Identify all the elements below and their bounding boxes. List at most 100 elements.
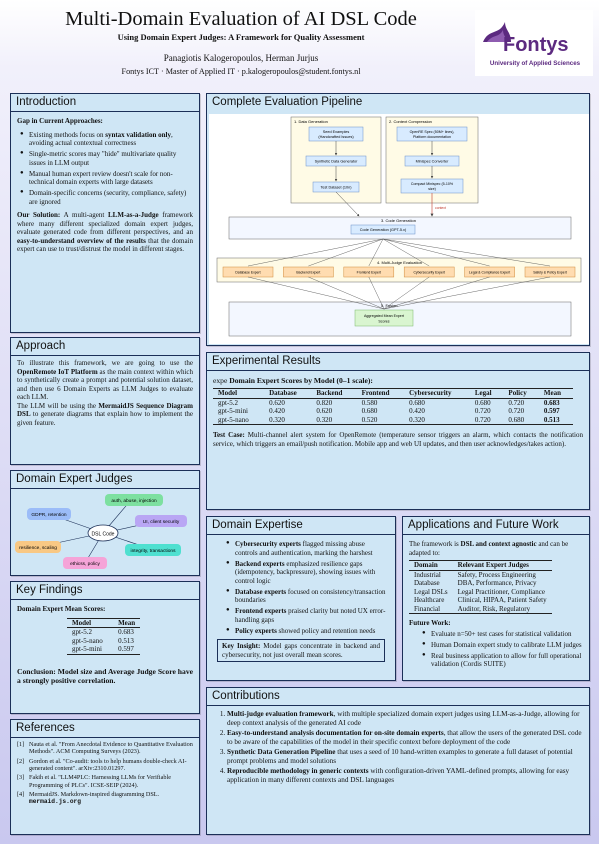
test-case-text: Test Case: Multi-channel alert system fo… <box>213 431 583 448</box>
judge-node-label: resilience, scaling <box>19 545 57 551</box>
flow-arrow <box>382 238 490 267</box>
expertise-list: Cybersecurity experts flagged missing ab… <box>223 540 389 635</box>
approach-panel: Approach To illustrate this framework, w… <box>10 337 200 465</box>
future-work-heading: Future Work: <box>409 619 451 628</box>
poster-subtitle: Using Domain Expert Judges: A Framework … <box>117 32 365 42</box>
flow-arrow <box>247 276 385 310</box>
flow-arrow <box>247 238 384 267</box>
flow-arrow <box>308 238 384 267</box>
results-heading: Experimental Results <box>207 353 589 371</box>
apps-cell: Legal Practitioner, Compliance <box>457 587 546 596</box>
apps-cell: Industrial <box>414 570 441 579</box>
approach-text: To illustrate this framework, we are goi… <box>17 359 194 402</box>
expert-label: Cybersecurity Expert <box>413 271 445 275</box>
apps-cell: Clinical, HIPAA, Patient Safety <box>457 596 547 605</box>
compact-label-2: size) <box>428 187 436 191</box>
expert-box <box>403 266 455 278</box>
stage-multi-judge <box>216 257 582 283</box>
flow-arrow <box>382 238 551 267</box>
judges-heading: Domain Expert Judges <box>11 471 199 489</box>
fontys-flame-icon <box>483 22 511 42</box>
applications-panel: Applications and Future Work The framewo… <box>402 516 590 681</box>
results-cell: 0.683 <box>543 398 560 407</box>
apps-col-header: Relevant Expert Judges <box>452 560 552 571</box>
judge-node-label: ethicss, policy <box>70 561 100 567</box>
contribution-item: Synthetic Data Generation Pipeline that … <box>227 748 583 766</box>
judge-node-ethics <box>63 557 107 569</box>
results-cell: 0.620 <box>269 398 285 407</box>
judge-node-label: UI, client security <box>143 519 180 525</box>
flow-arrow <box>383 276 430 310</box>
fontys-logo: Fontys University of Applied Sciences <box>475 10 593 76</box>
seed-label-1: Seed Examples <box>323 130 350 134</box>
openremote-label-2: Platform documentation <box>413 135 451 139</box>
poster-affiliation: Fontys ICT · Master of Applied IT · p.ka… <box>121 67 361 76</box>
results-col-header: Database <box>264 388 312 399</box>
gap-list: Existing methods focus on syntax validat… <box>17 131 193 207</box>
expert-label: Safety & Policy Expert <box>533 271 567 275</box>
results-cell: 0.820 <box>316 398 333 407</box>
poster-authors: Panagiotis Kalogeropoulos, Herman Jurjus <box>163 53 319 63</box>
results-cell: gpt-5-mini <box>218 407 248 416</box>
results-col-header: Mean <box>538 388 573 399</box>
apps-cell: DBA, Performance, Privacy <box>457 579 537 588</box>
expert-box <box>343 266 395 278</box>
contributions-panel: Contributions Multi-judge evaluation fra… <box>206 687 590 835</box>
expert-label: Legal & Compliance Expert <box>469 271 510 275</box>
results-panel: Experimental Results expe Domain Expert … <box>206 352 590 510</box>
fusion-label-1: Aggregated Mean Expert <box>364 314 404 318</box>
gap-heading: Gap in Current Approaches: <box>17 117 103 125</box>
contributions-heading: Contributions <box>207 688 589 706</box>
findings-panel: Key Findings Domain Expert Mean Scores: … <box>10 581 200 714</box>
apps-col-header: Domain <box>409 560 453 571</box>
context-arrow-label: context <box>435 206 446 210</box>
gap-item: Existing methods focus on syntax validat… <box>17 131 193 148</box>
findings-subheading: Domain Expert Mean Scores: <box>17 605 106 613</box>
results-cell: 0.720 <box>508 407 525 416</box>
future-work-item: Evaluate n=50+ test cases for statistica… <box>419 630 583 639</box>
judge-node-label: GDPR, retention <box>31 512 67 518</box>
expert-box <box>283 266 334 278</box>
minicon-label: Minispec Converter <box>416 160 449 164</box>
results-caption: expe Domain Expert Scores by Model (0–1 … <box>213 376 373 385</box>
results-cell: 0.420 <box>269 407 285 416</box>
future-work-item: Human Domain expert study to calibrate L… <box>419 641 583 650</box>
judge-node-label: auth, abuse, injection <box>111 498 157 504</box>
fusion-box <box>354 309 414 327</box>
reference-item: [1]Nauta et al. "From Anecdotal Evidence… <box>17 741 193 756</box>
results-cell: 0.680 <box>474 398 491 407</box>
stage-label: 4. Multi-Judge Evaluation <box>377 260 422 265</box>
expertise-item: Database experts focused on consistency/… <box>223 588 389 605</box>
results-cell: 0.320 <box>264 415 312 426</box>
model-cell: gpt-5.2 <box>72 628 93 637</box>
approach-text-dsl: The LLM will be using the MermaidJS Sequ… <box>17 401 193 427</box>
seed-label-2: (Handcrafted Issues) <box>318 135 354 139</box>
model-cell: gpt-5-nano <box>72 636 103 645</box>
applications-intro: The framework is DSL and context agnosti… <box>409 540 569 557</box>
judge-node-auth <box>105 494 163 506</box>
expertise-item: Cybersecurity experts flagged missing ab… <box>223 540 389 557</box>
model-cell: gpt-5-mini <box>67 645 114 655</box>
apps-cell: Legal DSLs <box>414 587 448 596</box>
fontys-logo-sub: University of Applied Sciences <box>489 60 581 67</box>
expertise-item: Policy experts showed policy and retenti… <box>223 627 389 636</box>
fusion-label-2: Scores <box>378 320 389 324</box>
testds-label: Test Dataset (10n) <box>320 186 352 190</box>
contributions-list: Multi-judge evaluation framework, with m… <box>227 710 583 785</box>
flow-arrow <box>308 276 385 310</box>
fontys-logo-word: Fontys <box>503 34 569 56</box>
poster-header: Multi-Domain Evaluation of AI DSL Code U… <box>0 0 599 88</box>
references-heading: References <box>11 720 199 738</box>
results-cell: 0.720 <box>474 407 491 416</box>
applications-heading: Applications and Future Work <box>403 517 589 535</box>
gap-item: Domain-specific concerns (security, comp… <box>17 189 193 206</box>
reference-item: [3]Fakih et al. "LLM4PLC: Harnessing LLM… <box>17 774 171 789</box>
